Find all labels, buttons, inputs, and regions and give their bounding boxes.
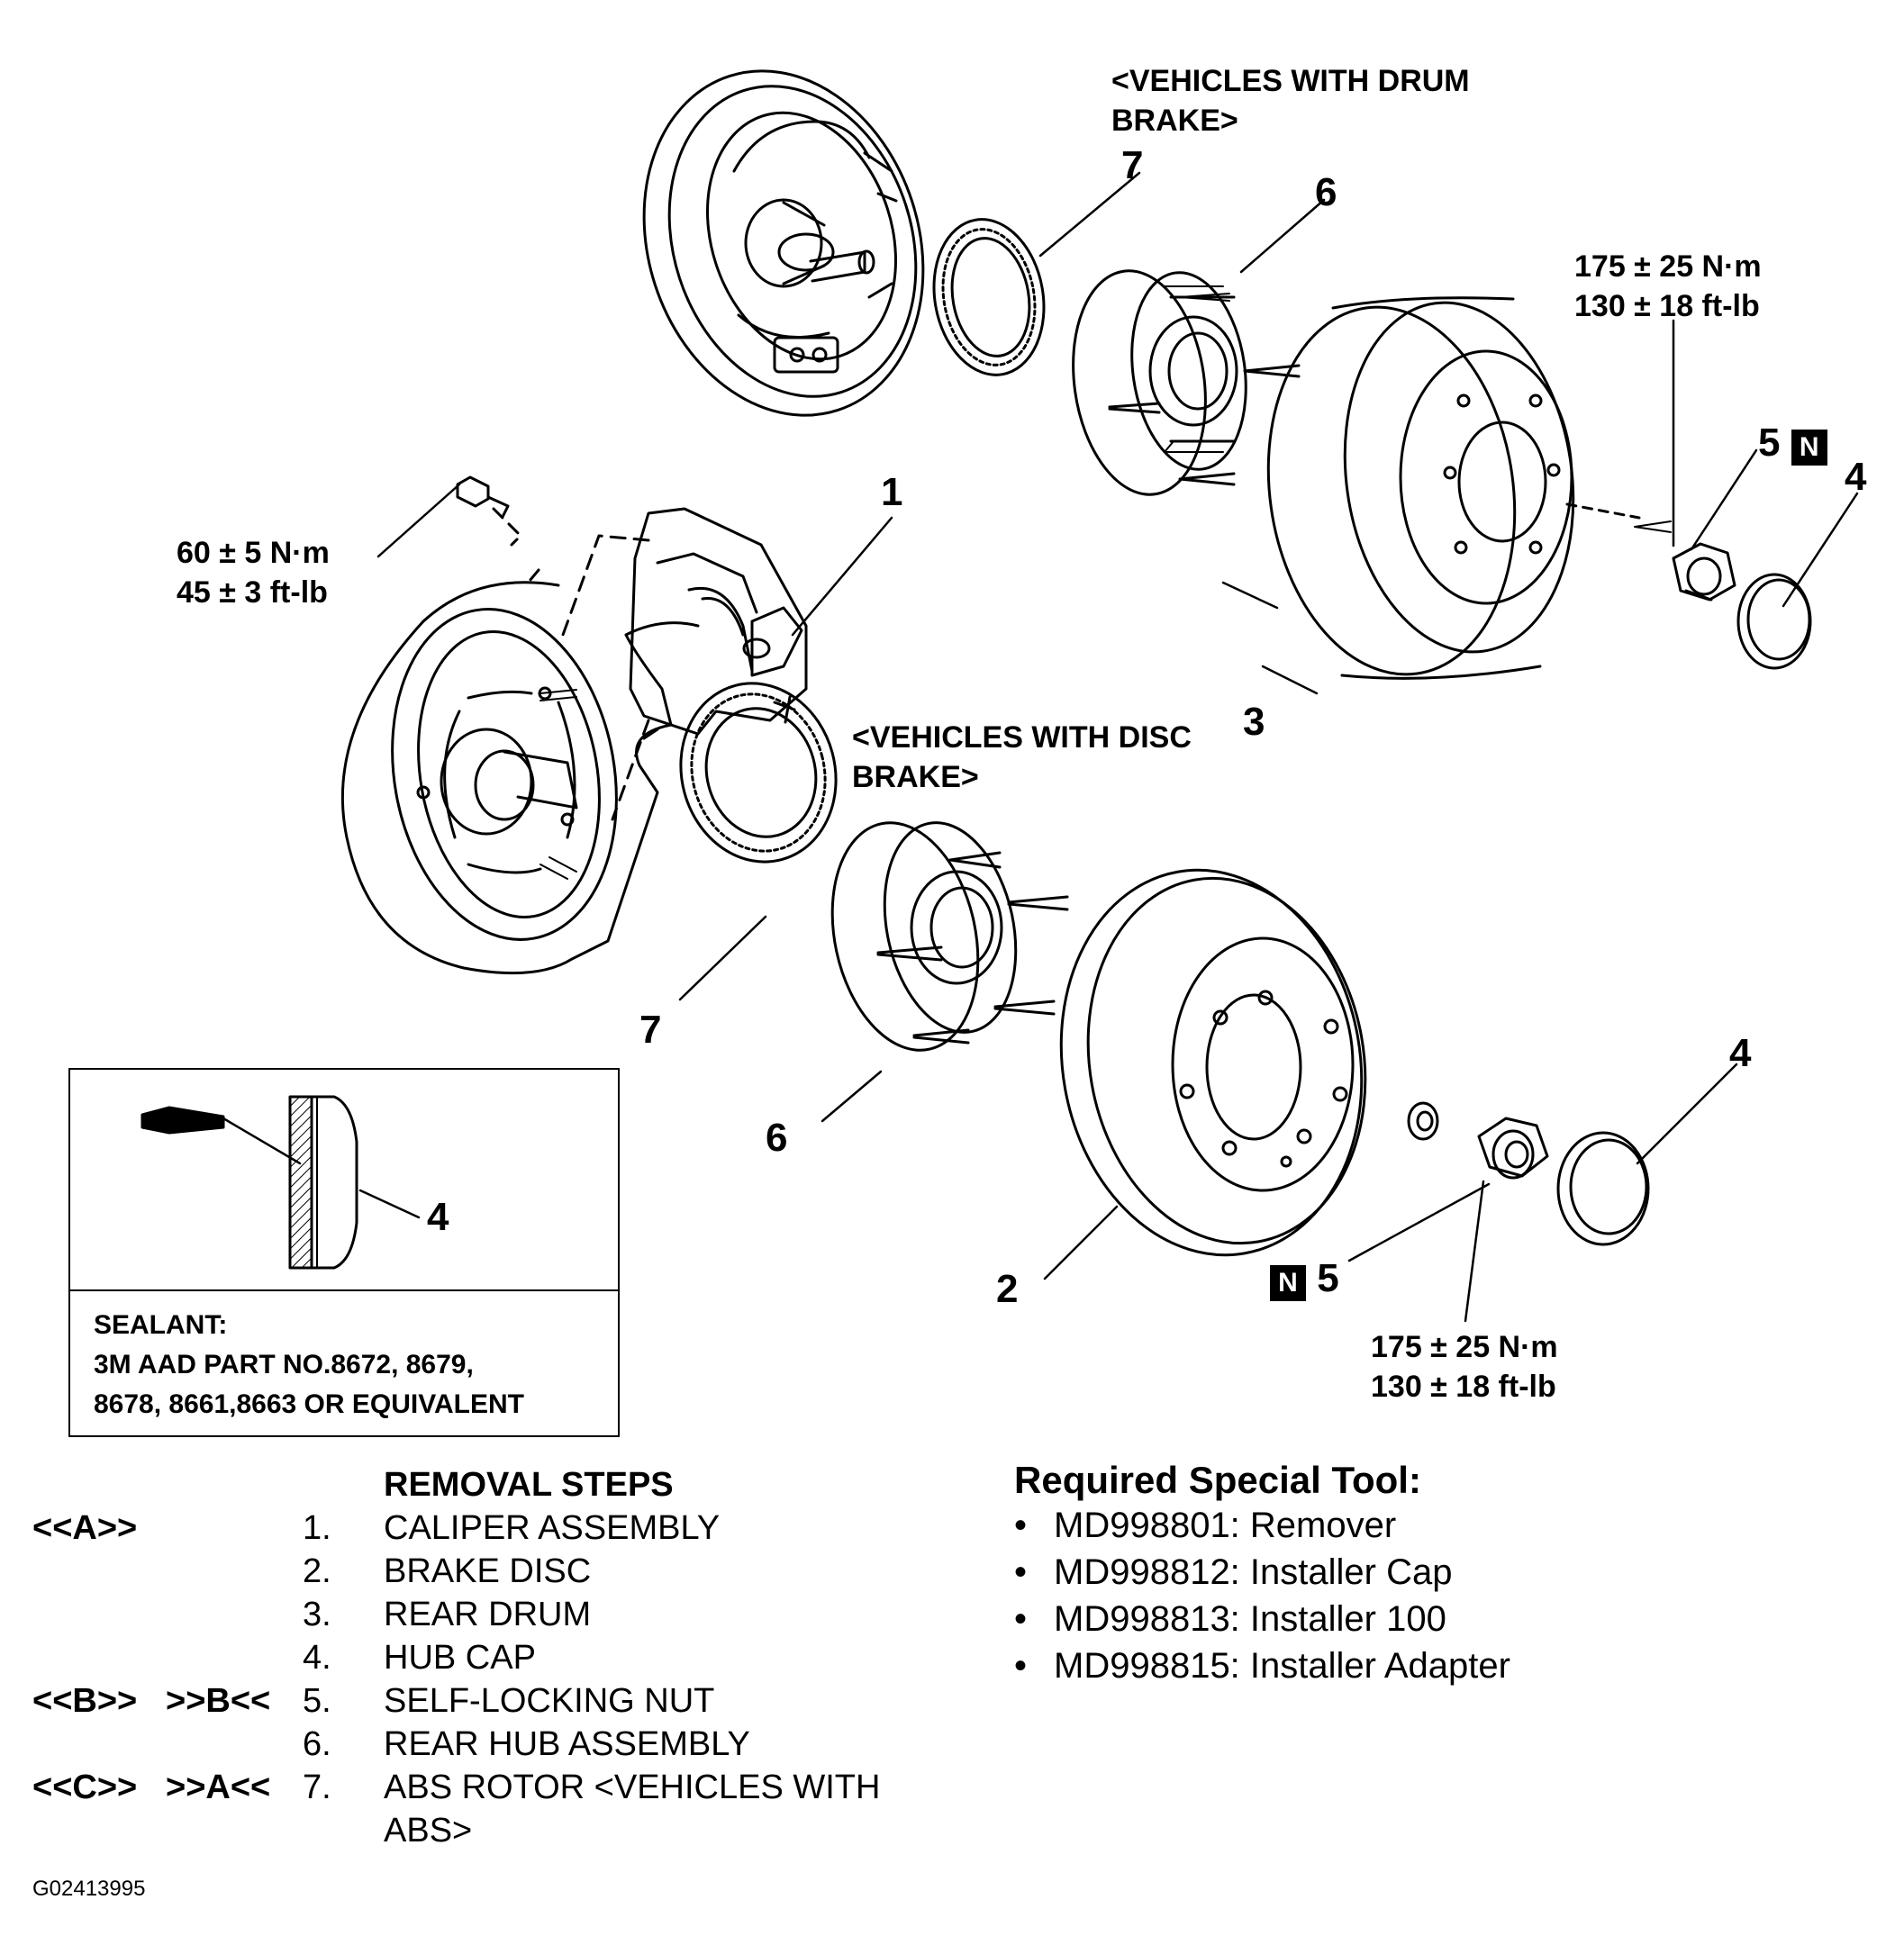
step-label: ABS> — [384, 1812, 473, 1850]
sealant-line: 3M AAD PART NO.8672, 8679, — [94, 1350, 474, 1380]
tool-label: MD998801: Remover — [1054, 1506, 1397, 1545]
step-number: 4. — [303, 1639, 331, 1677]
sealant-title: SEALANT: — [94, 1310, 228, 1340]
bullet-icon: • — [1014, 1552, 1028, 1592]
list-item: • MD998815: Installer Adapter — [1014, 1642, 1510, 1689]
tool-label: MD998815: Installer Adapter — [1054, 1646, 1510, 1686]
list-item: • MD998801: Remover — [1014, 1502, 1510, 1549]
new-part-symbol: N — [1270, 1265, 1306, 1301]
list-item: • MD998812: Installer Cap — [1014, 1549, 1510, 1596]
abs-rotor-top — [932, 218, 1046, 376]
callout-5-top-label: 5 — [1758, 421, 1781, 465]
callout-1: 1 — [881, 470, 903, 514]
sealant-line: 8678, 8661,8663 OR EQUIVALENT — [94, 1389, 525, 1419]
step-number: 5. — [303, 1682, 331, 1720]
callout-5-top: 5 N — [1758, 423, 1827, 466]
self-locking-nut-bottom — [1477, 1117, 1549, 1180]
step-number: 3. — [303, 1596, 331, 1633]
washer-bottom — [1407, 1101, 1439, 1141]
step-ref-removal: <<A>> — [32, 1509, 138, 1547]
step-ref-removal: <<C>> — [32, 1769, 138, 1806]
step-number: 7. — [303, 1769, 331, 1806]
hub-cap-top — [1736, 573, 1812, 670]
step-number: 6. — [303, 1725, 331, 1763]
drum-backing-plate — [642, 69, 925, 417]
special-tools: Required Special Tool: • MD998801: Remove… — [1014, 1459, 1510, 1689]
self-locking-nut-top — [1672, 542, 1736, 602]
bullet-icon: • — [1014, 1599, 1028, 1639]
callout-5-bottom: N 5 — [1270, 1259, 1339, 1301]
new-part-symbol: N — [1791, 430, 1827, 466]
callout-5-bottom-label: 5 — [1317, 1256, 1339, 1300]
abs-rotor-bottom — [679, 682, 838, 864]
step-ref-install: >>A<< — [166, 1769, 271, 1806]
step-number: 1. — [303, 1509, 331, 1547]
step-label: REAR HUB ASSEMBLY — [384, 1725, 750, 1763]
callout-6-bottom: 6 — [766, 1116, 788, 1160]
step-label: BRAKE DISC — [384, 1552, 592, 1590]
step-number: 2. — [303, 1552, 331, 1590]
sealant-divider — [70, 1289, 618, 1291]
callout-7-top: 7 — [1121, 143, 1144, 187]
tool-label: MD998813: Installer 100 — [1054, 1599, 1446, 1639]
callout-4-top: 4 — [1845, 455, 1867, 499]
shield-bolt — [456, 475, 510, 519]
callout-4-bottom: 4 — [1729, 1031, 1752, 1075]
step-ref-install: >>B<< — [166, 1682, 271, 1720]
step-ref-removal: <<B>> — [32, 1682, 138, 1720]
rear-hub-top — [1072, 269, 1301, 496]
sealant-inset-drawing — [141, 1095, 421, 1270]
disc-brake-backing-plate — [340, 581, 700, 975]
list-item: • MD998813: Installer 100 — [1014, 1596, 1510, 1642]
leader-lines — [376, 171, 1859, 1323]
brake-disc — [1059, 868, 1367, 1257]
removal-steps-title: REMOVAL STEPS — [384, 1466, 674, 1504]
callout-6-top: 6 — [1315, 170, 1337, 214]
step-label: ABS ROTOR <VEHICLES WITH — [384, 1769, 881, 1806]
step-label: CALIPER ASSEMBLY — [384, 1509, 721, 1547]
callout-4-inset: 4 — [427, 1195, 449, 1239]
step-label: SELF-LOCKING NUT — [384, 1682, 715, 1720]
special-tools-list: • MD998801: Remover • MD998812: Installer … — [1014, 1502, 1510, 1689]
rear-hub-bottom — [830, 821, 1069, 1052]
figure-id: G02413995 — [32, 1877, 146, 1901]
callout-2: 2 — [996, 1267, 1019, 1311]
step-label: REAR DRUM — [384, 1596, 592, 1633]
step-label: HUB CAP — [384, 1639, 536, 1677]
sealant-box: SEALANT: 3M AAD PART NO.8672, 8679, 8678… — [68, 1068, 620, 1437]
brake-drum — [1266, 296, 1672, 680]
caliper-assembly — [629, 507, 808, 740]
bullet-icon: • — [1014, 1646, 1028, 1686]
tool-label: MD998812: Installer Cap — [1054, 1552, 1453, 1592]
callout-3: 3 — [1243, 700, 1265, 744]
bullet-icon: • — [1014, 1506, 1028, 1545]
sealant-text: SEALANT: 3M AAD PART NO.8672, 8679, 8678… — [94, 1306, 524, 1425]
hub-cap-bottom — [1556, 1131, 1650, 1246]
callout-7-bottom: 7 — [639, 1008, 662, 1052]
special-tools-title: Required Special Tool: — [1014, 1459, 1421, 1501]
